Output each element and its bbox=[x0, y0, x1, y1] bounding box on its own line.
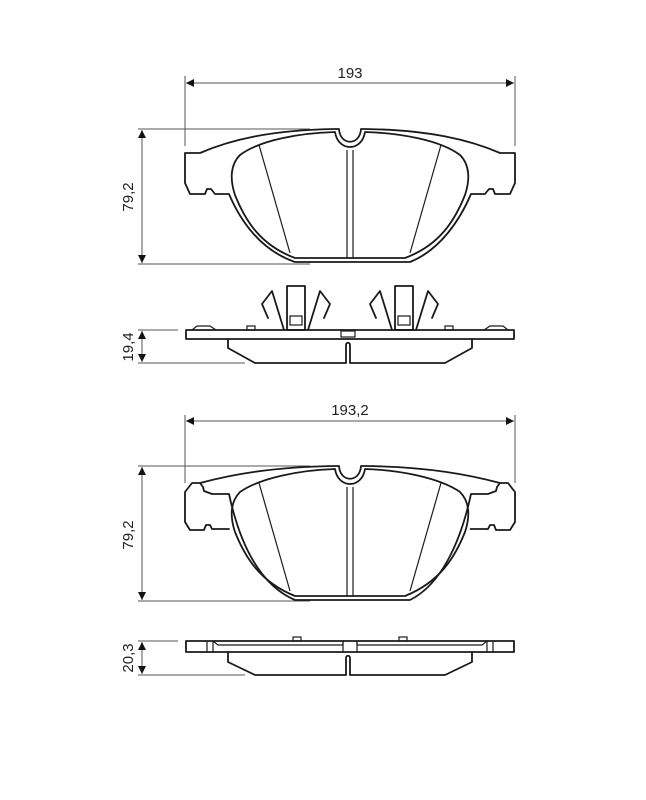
wear-indicator bbox=[340, 330, 356, 338]
pad-bottom-front-view: 193,2 79,2 bbox=[120, 402, 516, 602]
thickness-label: 19,4 bbox=[120, 332, 137, 361]
chamfer-left bbox=[258, 482, 291, 592]
friction-material-outline bbox=[230, 468, 470, 597]
height-dimension-bottom: 79,2 bbox=[120, 465, 310, 602]
pad-top-side-view: 19,4 bbox=[120, 285, 515, 364]
chamfer-right bbox=[409, 482, 442, 592]
tab-left bbox=[191, 325, 217, 331]
friction-material-outline bbox=[230, 131, 470, 259]
friction-block-side bbox=[227, 651, 473, 676]
width-label: 193,2 bbox=[331, 402, 369, 419]
height-label: 79,2 bbox=[120, 520, 137, 549]
height-label: 79,2 bbox=[120, 182, 137, 211]
thickness-dimension-bottom: 20,3 bbox=[120, 640, 245, 676]
chamfer-right bbox=[409, 144, 442, 254]
width-dimension-bottom: 193,2 bbox=[184, 402, 516, 483]
spring-clip-right bbox=[369, 285, 439, 331]
backing-plate-outline bbox=[184, 128, 516, 263]
backing-plate-side bbox=[185, 640, 515, 653]
pad-bottom-side-view: 20,3 bbox=[120, 636, 515, 676]
width-dimension-top: 193 bbox=[184, 65, 516, 146]
pad-top-front-view: 193 79,2 bbox=[120, 65, 516, 265]
spring-clip-left bbox=[261, 285, 331, 331]
backing-plate-outline bbox=[184, 465, 516, 601]
friction-block-side bbox=[227, 338, 473, 364]
backing-plate-side bbox=[185, 329, 515, 340]
tab-right bbox=[483, 325, 509, 331]
chamfer-left bbox=[258, 144, 291, 254]
thickness-dimension-top: 19,4 bbox=[120, 329, 245, 364]
thickness-label: 20,3 bbox=[120, 643, 137, 672]
width-label: 193 bbox=[337, 65, 362, 82]
height-dimension-top: 79,2 bbox=[120, 128, 310, 265]
